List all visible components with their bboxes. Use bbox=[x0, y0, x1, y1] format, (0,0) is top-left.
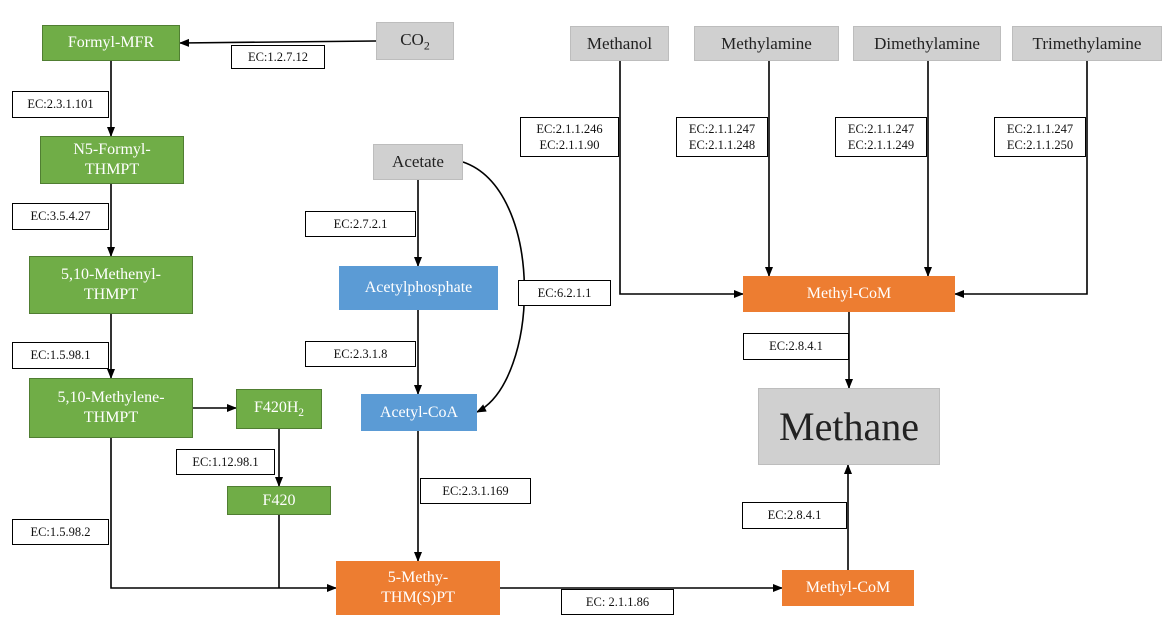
ec-label-dimethylamine: EC:2.1.1.247 EC:2.1.1.249 bbox=[835, 117, 927, 157]
node-dimethylamine: Dimethylamine bbox=[853, 26, 1001, 61]
node-label: Formyl-MFR bbox=[67, 34, 155, 51]
node-label: Methyl-CoM bbox=[805, 579, 891, 596]
node-trimethylamine: Trimethylamine bbox=[1012, 26, 1162, 61]
ec-label-methylamine: EC:2.1.1.247 EC:2.1.1.248 bbox=[676, 117, 768, 157]
node-label-line1: 5-Methy- bbox=[387, 569, 449, 586]
ec-label-methenyl-methylene: EC:1.5.98.1 bbox=[12, 342, 109, 369]
node-acetate: Acetate bbox=[373, 144, 463, 180]
node-label: Acetyl-CoA bbox=[379, 403, 459, 421]
node-label: Methyl-CoM bbox=[806, 285, 892, 302]
node-acetyl-coa: Acetyl-CoA bbox=[361, 394, 477, 431]
ec-label-methylcombottom-methane: EC:2.8.4.1 bbox=[742, 502, 847, 529]
arrow-trimethylamine-methylcom bbox=[954, 61, 1088, 298]
ec-label-co2-formyl: EC:1.2.7.12 bbox=[231, 45, 325, 69]
node-methyl-com-top: Methyl-CoM bbox=[743, 276, 955, 312]
ec-label-acetylphosphate-acetylcoa: EC:2.3.1.8 bbox=[305, 341, 416, 367]
subscript: 2 bbox=[423, 38, 430, 53]
node-label-line2: THMPT bbox=[84, 161, 140, 178]
node-label-line1: 5,10-Methylene- bbox=[57, 389, 165, 406]
node-methane: Methane bbox=[758, 388, 940, 465]
ec-label-methylcomtop-methane: EC:2.8.4.1 bbox=[743, 333, 849, 360]
node-label-line1: 5,10-Methenyl- bbox=[61, 266, 161, 283]
ec-label-methylene-methy: EC:1.5.98.2 bbox=[12, 519, 109, 545]
node-label: F420H2 bbox=[253, 398, 305, 420]
node-label: Methane bbox=[779, 403, 919, 449]
node-acetylphosphate: Acetylphosphate bbox=[339, 266, 498, 310]
node-label: Acetylphosphate bbox=[364, 279, 473, 296]
node-methanol: Methanol bbox=[570, 26, 669, 61]
node-co2: CO2 bbox=[376, 22, 454, 60]
node-label-line2: THMPT bbox=[83, 286, 139, 303]
node-label: F420 bbox=[262, 491, 296, 509]
ec-label-n5-methenyl: EC:3.5.4.27 bbox=[12, 203, 109, 230]
node-label-line2: THM(S)PT bbox=[381, 589, 455, 606]
node-f420: F420 bbox=[227, 486, 331, 515]
ec-label-methanol: EC:2.1.1.246 EC:2.1.1.90 bbox=[520, 117, 619, 157]
node-label: Acetate bbox=[392, 152, 444, 172]
node-label-line2: THMPT bbox=[83, 409, 139, 426]
node-label: Methylamine bbox=[721, 33, 812, 53]
node-formyl-mfr: Formyl-MFR bbox=[42, 25, 180, 61]
arrow-methanol-methylcom bbox=[619, 61, 744, 298]
node-methyl-com-bottom: Methyl-CoM bbox=[782, 570, 914, 606]
node-label: CO2 bbox=[400, 29, 430, 53]
node-label: Dimethylamine bbox=[874, 33, 980, 53]
node-f420h2: F420H2 bbox=[236, 389, 322, 429]
node-label: Methanol bbox=[586, 33, 653, 53]
ec-label-methy-methylcom: EC: 2.1.1.86 bbox=[561, 589, 674, 615]
arrow-methylene-methy bbox=[110, 438, 337, 592]
ec-label-formyl-n5: EC:2.3.1.101 bbox=[12, 91, 109, 118]
node-methylamine: Methylamine bbox=[694, 26, 839, 61]
ec-label-acetate-acetylphosphate: EC:2.7.2.1 bbox=[305, 211, 416, 237]
ec-label-acetate-acetylcoa: EC:6.2.1.1 bbox=[518, 280, 611, 306]
ec-label-f420h2-f420: EC:1.12.98.1 bbox=[176, 449, 275, 475]
node-label-line1: N5-Formyl- bbox=[73, 141, 151, 158]
ec-label-acetylcoa-methy: EC:2.3.1.169 bbox=[420, 478, 531, 504]
ec-label-trimethylamine: EC:2.1.1.247 EC:2.1.1.250 bbox=[994, 117, 1086, 157]
node-5-methy-thmspt: 5-Methy- THM(S)PT bbox=[336, 561, 500, 615]
node-methenyl-thmpt: 5,10-Methenyl- THMPT bbox=[29, 256, 193, 314]
node-methylene-thmpt: 5,10-Methylene- THMPT bbox=[29, 378, 193, 438]
arrow-co2-formyl bbox=[179, 38, 377, 47]
subscript: 2 bbox=[298, 407, 305, 420]
node-n5-formyl-thmpt: N5-Formyl- THMPT bbox=[40, 136, 184, 184]
node-label: Trimethylamine bbox=[1032, 33, 1142, 53]
